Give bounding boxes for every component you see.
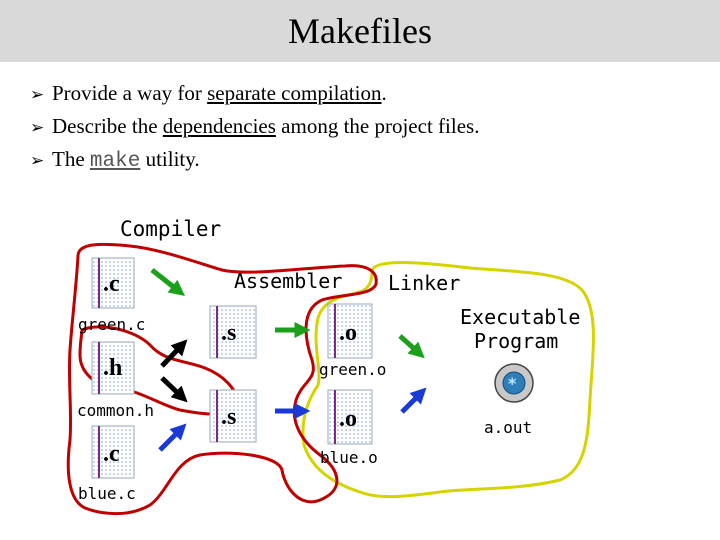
arrow-bullet-icon: ➢ <box>30 118 45 138</box>
ext-label: .h <box>103 355 122 381</box>
arrow-common-h-to-blue-s <box>160 376 188 403</box>
file-icon-blue-o: .o <box>327 389 373 445</box>
bullet-text: The <box>52 147 90 171</box>
arrow-green-c-to-s <box>150 268 186 296</box>
stage-label-linker: Linker <box>388 271 460 295</box>
bullet-text: utility. <box>140 147 200 171</box>
file-icon-green-o: .o <box>327 303 373 359</box>
file-name-common-h: common.h <box>77 401 154 420</box>
ext-label: .c <box>103 271 120 297</box>
slide-title: Makefiles <box>288 11 432 51</box>
arrow-blue-c-to-s <box>158 423 187 452</box>
stage-label-program: Program <box>474 329 558 353</box>
bullet-code: make <box>89 150 141 173</box>
file-name-blue-o: blue.o <box>320 448 378 467</box>
ext-label: .s <box>221 404 236 430</box>
stage-label-compiler: Compiler <box>120 217 221 241</box>
ext-label: .c <box>103 441 120 467</box>
arrow-common-h-to-green-s <box>160 339 188 368</box>
ext-label: .o <box>339 320 357 346</box>
bullet-item: ➢ Describe the dependencies among the pro… <box>30 111 479 144</box>
bullet-text: . <box>381 81 387 105</box>
title-bar <box>0 0 720 62</box>
bullet-text: Provide a way for <box>52 81 208 105</box>
stage-label-executable: Executable <box>460 305 580 329</box>
file-icon-common-h: .h <box>91 341 135 395</box>
arrow-green-o-to-exec <box>398 334 425 359</box>
arrow-bullet-icon: ➢ <box>30 85 45 105</box>
svg-text:*: * <box>508 374 517 393</box>
ext-label: .o <box>339 406 357 432</box>
bullet-text: among the project files. <box>275 114 480 138</box>
bullet-item: ➢ The make utility. <box>30 144 479 177</box>
ext-label: .s <box>221 320 236 346</box>
bullet-text: Describe the <box>52 114 163 138</box>
file-name-green-o: green.o <box>319 360 386 379</box>
file-icon-green-s: .s <box>209 305 257 359</box>
arrow-bullet-icon: ➢ <box>30 151 45 171</box>
bullet-item: ➢ Provide a way for separate compilation. <box>30 78 479 111</box>
executable-icon: * <box>494 363 534 403</box>
stage-label-assembler: Assembler <box>234 269 342 293</box>
bullet-list: ➢ Provide a way for separate compilation.… <box>30 78 479 177</box>
arrow-blue-o-to-exec <box>400 387 427 414</box>
linker-boundary <box>301 261 595 499</box>
file-name-blue-c: blue.c <box>78 484 136 503</box>
bullet-emphasis: dependencies <box>162 114 276 138</box>
compiler-boundary <box>66 242 378 516</box>
file-icon-blue-c: .c <box>91 425 135 479</box>
file-icon-green-c: .c <box>91 257 135 309</box>
file-name-a-out: a.out <box>484 418 532 437</box>
file-icon-blue-s: .s <box>209 389 257 443</box>
file-name-green-c: green.c <box>78 315 145 334</box>
bullet-emphasis: separate compilation <box>207 81 382 105</box>
